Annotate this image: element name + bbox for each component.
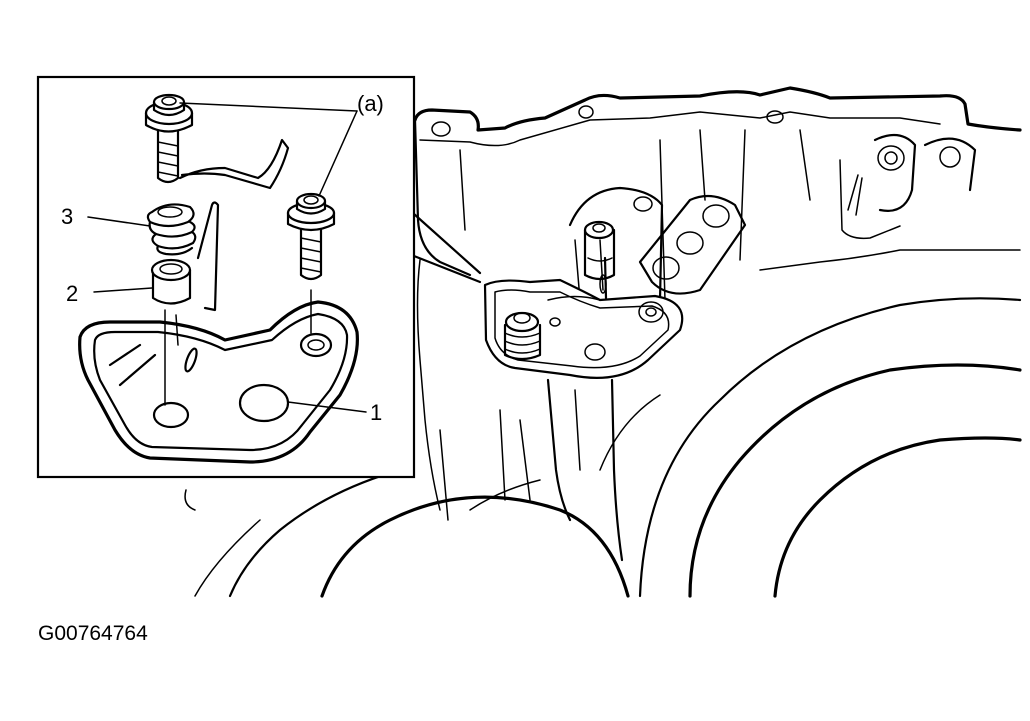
figure-id: G00764764 [38, 622, 148, 645]
bolt-left-a [144, 93, 194, 184]
sleeve-part-2 [150, 258, 192, 305]
callout-3-label: 3 [61, 204, 73, 229]
valve-plate-part-1 [78, 300, 359, 464]
callout-2-label: 2 [66, 281, 78, 306]
inset-frame [36, 75, 416, 479]
exploded-view-inset: (a) 3 2 1 [36, 75, 416, 479]
callout-leaders [87, 102, 367, 413]
bolt-right-a [286, 192, 336, 334]
spring-part-3 [146, 203, 197, 256]
transmission-case [184, 86, 1022, 598]
installed-valve-plate [483, 220, 684, 379]
inset-leader-lines [412, 212, 482, 284]
callout-1-label: 1 [370, 400, 382, 425]
callout-a-label: (a) [357, 91, 384, 116]
